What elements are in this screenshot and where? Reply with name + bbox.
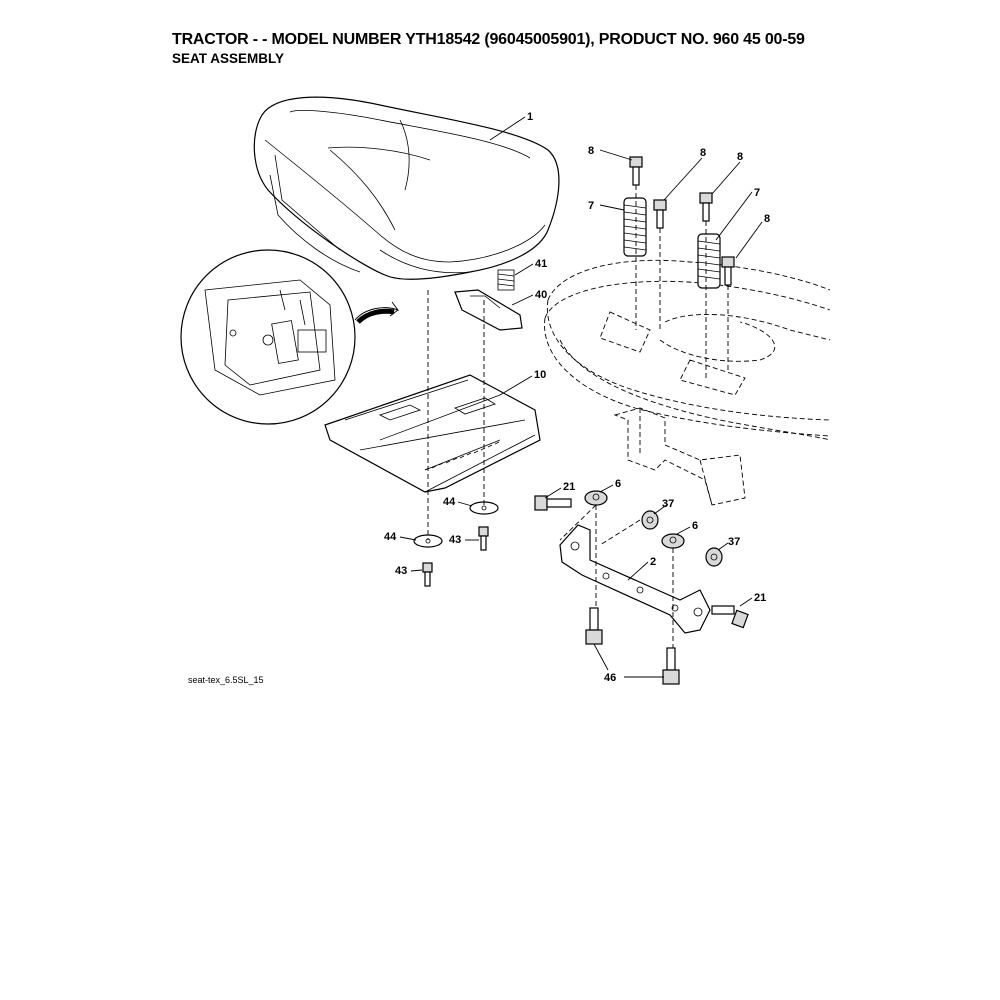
callout-7-a: 7 — [588, 200, 594, 212]
callout-44-a: 44 — [443, 496, 456, 508]
screw-part-43-left — [422, 562, 433, 587]
callout-10: 10 — [534, 369, 546, 381]
tractor-frame-outline — [544, 259, 831, 441]
page-title: TRACTOR - - MODEL NUMBER YTH18542 (96045… — [172, 31, 805, 48]
callout-37-b: 37 — [728, 536, 740, 548]
callout-46: 46 — [604, 672, 616, 684]
callout-43-b: 43 — [395, 565, 407, 577]
callout-41: 41 — [535, 258, 547, 270]
seat-pan-part-10 — [324, 374, 541, 493]
callout-8-c: 8 — [737, 151, 743, 163]
callout-8-b: 8 — [700, 147, 706, 159]
callout-44-b: 44 — [384, 531, 397, 543]
frame-bracket — [613, 407, 746, 506]
callout-37-a: 37 — [662, 498, 674, 510]
latch-part-40 — [454, 289, 523, 331]
nut-part-37-a — [641, 510, 659, 530]
bracket-part-2 — [559, 524, 711, 634]
seat-part-1 — [253, 96, 560, 280]
callout-8-d: 8 — [764, 213, 770, 225]
callout-6-b: 6 — [692, 520, 698, 532]
bolt-part-8-c — [699, 192, 713, 222]
page-subtitle: SEAT ASSEMBLY — [172, 51, 285, 66]
slot-row — [424, 441, 500, 471]
callout-43-a: 43 — [449, 534, 461, 546]
callout-2: 2 — [650, 556, 656, 568]
callout-21-a: 21 — [563, 481, 575, 493]
callout-6-a: 6 — [615, 478, 621, 490]
callout-1: 1 — [527, 111, 533, 123]
bolt-part-21-left — [534, 495, 572, 511]
callout-21-b: 21 — [754, 592, 766, 604]
spring-part-7-left — [623, 197, 647, 257]
bolt-part-46-left — [585, 607, 603, 645]
nut-part-6-a — [584, 490, 608, 506]
figure-id: seat-tex_6.5SL_15 — [188, 675, 264, 685]
bolt-part-8-a — [629, 156, 643, 186]
bolt-part-8-b — [653, 199, 667, 229]
nut-part-6-b — [661, 533, 685, 549]
callout-40: 40 — [535, 289, 547, 301]
callout-8-a: 8 — [588, 145, 594, 157]
callout-7-b: 7 — [754, 187, 760, 199]
callout-labels: 1 8 8 8 8 7 7 41 40 10 21 6 37 6 37 2 21… — [384, 111, 770, 684]
bolt-part-8-d — [721, 256, 735, 286]
assembly-lines — [427, 185, 729, 648]
nut-part-37-b — [705, 547, 723, 567]
bolt-part-21-right — [711, 605, 749, 629]
leader-lines — [399, 116, 763, 678]
spring-part-7-right — [697, 233, 721, 289]
screw-part-43-right — [478, 526, 489, 551]
spring-part-41 — [497, 269, 515, 291]
bolt-part-46-right — [662, 647, 680, 685]
washer-part-44-left — [413, 534, 443, 548]
detail-inset — [180, 249, 400, 425]
